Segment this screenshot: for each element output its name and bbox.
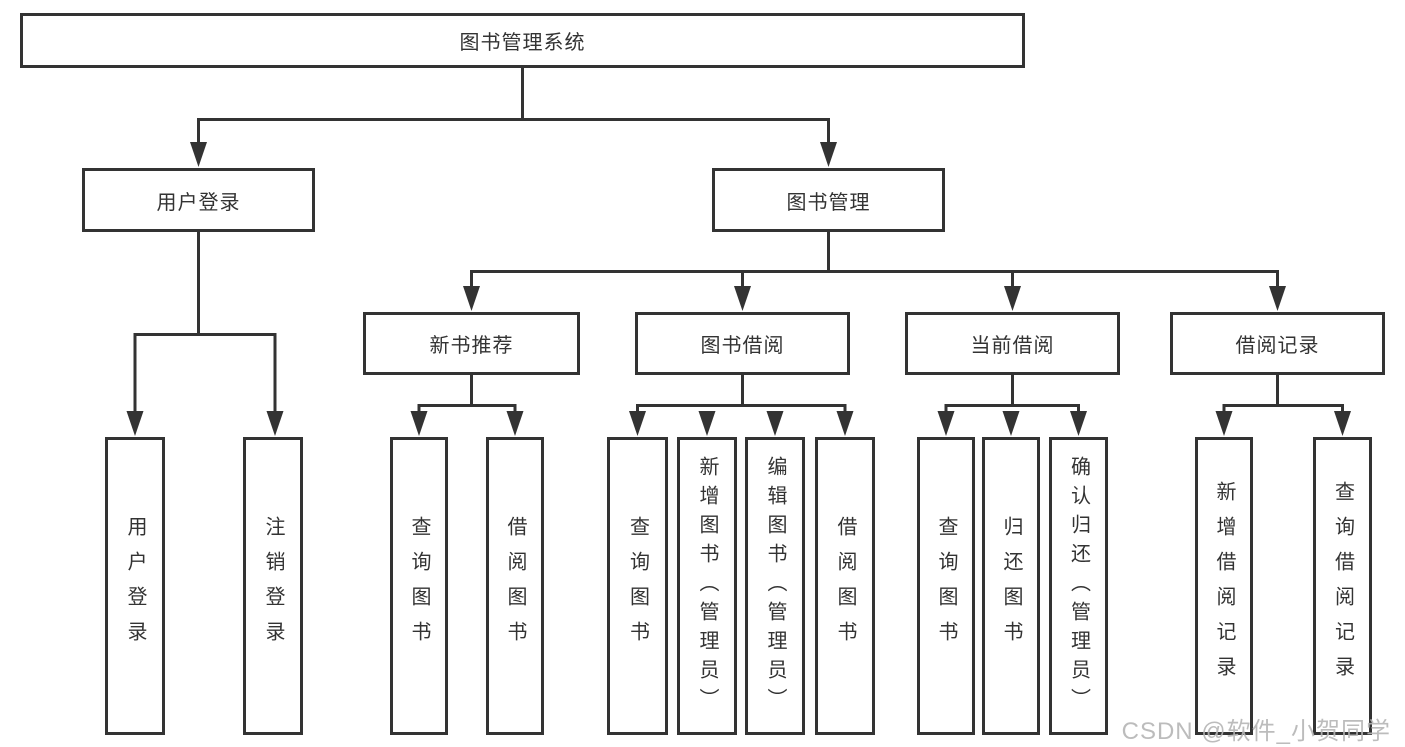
arrow-leaf	[698, 411, 716, 436]
leaf-current-query: 查询图书	[917, 437, 975, 735]
node-current-borrow: 当前借阅	[905, 312, 1120, 375]
node-current-borrow-label: 当前借阅	[970, 335, 1055, 357]
arrow-leaf	[1215, 411, 1233, 436]
leaf-current-confirm: 确认归还（管理员）	[1049, 437, 1108, 735]
connector-root-level2	[197, 68, 830, 145]
leaf-borrow-query: 查询图书	[607, 437, 668, 735]
arrow-leaf	[1002, 411, 1020, 436]
node-borrow-record: 借阅记录	[1170, 312, 1385, 375]
arrow-leaf	[126, 411, 144, 436]
leaf-current-confirm-label: 确认归还（管理员）	[1067, 455, 1090, 717]
leaf-borrow-borrow-label: 借阅图书	[834, 516, 856, 656]
node-borrow-record-label: 借阅记录	[1235, 335, 1320, 357]
leaf-logout: 注销登录	[243, 437, 303, 735]
node-new-book-label: 新书推荐	[429, 335, 514, 357]
leaf-record-add-label: 新增借阅记录	[1213, 481, 1235, 691]
leaf-record-query: 查询借阅记录	[1313, 437, 1372, 735]
leaf-current-return: 归还图书	[982, 437, 1040, 735]
leaf-current-return-label: 归还图书	[1000, 516, 1022, 656]
watermark-text: CSDN @软件_小贺同学	[1121, 718, 1391, 745]
node-book-mgmt: 图书管理	[712, 168, 945, 232]
leaf-borrow-query-label: 查询图书	[626, 516, 649, 656]
node-book-borrow-label: 图书借阅	[700, 335, 785, 357]
arrow-leaf	[410, 411, 428, 436]
leaf-newbook-query: 查询图书	[390, 437, 448, 735]
arrow-leaf	[836, 411, 854, 436]
connector-user-login-leaves	[133, 232, 277, 412]
node-user-login-label: 用户登录	[156, 191, 241, 214]
leaf-current-query-label: 查询图书	[935, 516, 957, 656]
leaf-user-login: 用户登录	[105, 437, 165, 735]
connector-current-borrow-leaves	[944, 375, 1080, 414]
arrow-leaf	[506, 411, 524, 436]
connector-book-borrow-leaves	[636, 375, 847, 414]
node-book-mgmt-label: 图书管理	[786, 191, 871, 214]
leaf-newbook-borrow: 借阅图书	[486, 437, 544, 735]
leaf-user-login-label: 用户登录	[124, 516, 146, 656]
leaf-borrow-borrow: 借阅图书	[815, 437, 875, 735]
arrow-current-borrow	[1004, 286, 1021, 311]
arrow-leaf	[1334, 411, 1351, 436]
leaf-borrow-edit: 编辑图书（管理员）	[745, 437, 805, 735]
node-book-borrow: 图书借阅	[635, 312, 850, 375]
node-root: 图书管理系统	[20, 13, 1025, 68]
arrow-borrow-record	[1269, 286, 1286, 311]
leaf-newbook-query-label: 查询图书	[408, 516, 430, 656]
leaf-logout-label: 注销登录	[262, 516, 284, 656]
arrow-leaf	[1070, 411, 1087, 436]
leaf-borrow-add-label: 新增图书（管理员）	[696, 455, 718, 717]
node-root-label: 图书管理系统	[459, 32, 586, 54]
node-new-book: 新书推荐	[363, 312, 580, 375]
node-user-login: 用户登录	[82, 168, 315, 232]
arrow-book-mgmt	[820, 142, 837, 167]
arrow-new-book	[463, 286, 480, 311]
arrow-book-borrow	[734, 286, 751, 311]
leaf-record-query-label: 查询借阅记录	[1331, 481, 1354, 691]
connector-new-book-leaves	[417, 375, 517, 414]
leaf-borrow-edit-label: 编辑图书（管理员）	[764, 455, 786, 717]
arrow-leaf	[766, 411, 784, 436]
leaf-borrow-add: 新增图书（管理员）	[677, 437, 737, 735]
arrow-user-login	[190, 142, 207, 167]
connector-book-mgmt-level3	[470, 232, 1279, 289]
arrow-leaf	[266, 411, 284, 436]
connector-borrow-record-leaves	[1222, 375, 1344, 414]
leaf-record-add: 新增借阅记录	[1195, 437, 1253, 735]
arrow-leaf	[629, 411, 646, 436]
arrow-leaf	[937, 411, 955, 436]
leaf-newbook-borrow-label: 借阅图书	[504, 516, 526, 656]
